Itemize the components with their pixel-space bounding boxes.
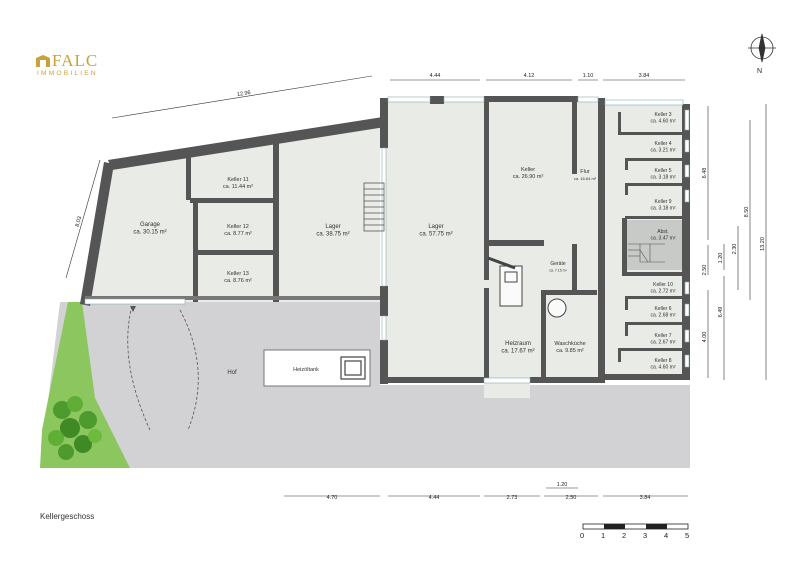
dimension-labels: 4.44 4.12 1.10 3.84 12.96 8.03 4.70 4.44 2.73 2.5… xyxy=(75,73,766,501)
room-name: Keller 3 xyxy=(655,112,672,118)
dimension-label: 6.49 xyxy=(718,307,724,318)
heating-oil-tank xyxy=(263,349,371,387)
scale-label: 5 xyxy=(685,531,690,540)
dimension-label: 8.03 xyxy=(75,216,84,228)
dimension-label: 6.48 xyxy=(702,168,708,179)
dimension-label: 1.20 xyxy=(557,482,568,488)
room-name: Keller 9 xyxy=(655,199,672,205)
dimension-label: 8.50 xyxy=(744,207,750,218)
logo-name: FALC xyxy=(52,51,99,70)
dimension-label: 2.50 xyxy=(566,495,577,501)
tree-icon xyxy=(48,396,102,460)
room-area: ca. 9.85 m² xyxy=(556,348,584,354)
room-area: ca. 16.64 m² xyxy=(574,176,597,181)
room-area: ca. 8.76 m² xyxy=(224,278,252,284)
dimension-label: 2.50 xyxy=(702,265,708,276)
room-area: ca. 7.15 m² xyxy=(549,269,567,273)
dimension-label: 1.10 xyxy=(583,73,594,79)
dimension-label: 4.12 xyxy=(524,73,535,79)
room-area: ca. 3.47 m² xyxy=(650,236,675,242)
dimension-label: 3.84 xyxy=(639,73,650,79)
stairwell-icon xyxy=(628,243,665,263)
room-area: ca. 30.15 m² xyxy=(133,230,166,236)
scale-label: 4 xyxy=(664,531,669,540)
walls xyxy=(80,96,690,384)
boiler-icon xyxy=(487,256,523,307)
dimension-label: 4.00 xyxy=(702,332,708,343)
scale-label: 2 xyxy=(622,531,627,540)
scale-label: 1 xyxy=(601,531,606,540)
dimension-lines xyxy=(65,75,767,497)
yard-label: Hof xyxy=(227,370,237,376)
room-name: Keller 13 xyxy=(227,271,249,277)
room-area: ca. 8.77 m² xyxy=(224,231,252,237)
room-name: Garage xyxy=(140,222,161,228)
room-name: Keller 12 xyxy=(227,224,249,230)
garage-door-swing xyxy=(127,305,199,431)
logo-mark-icon xyxy=(36,54,50,67)
room-name: Geräte xyxy=(550,261,566,267)
room-area: ca. 2.72 m² xyxy=(650,289,675,295)
dimension-label: 3.84 xyxy=(640,495,651,501)
north-label: N xyxy=(757,68,763,75)
room-name: Flur xyxy=(580,169,590,175)
north-arrow-icon xyxy=(748,33,776,63)
dimension-label: 4.44 xyxy=(430,73,441,79)
room-area: ca. 3.18 m² xyxy=(650,206,675,212)
room-area: ca. 17.67 m² xyxy=(501,349,534,355)
room-name: Keller xyxy=(521,167,535,173)
dimension-label: 12.96 xyxy=(237,90,252,98)
staircase-icon xyxy=(363,182,385,232)
room-name: Keller 7 xyxy=(655,333,672,339)
room-name: Keller 11 xyxy=(227,177,248,183)
room-area: ca. 57.75 m² xyxy=(419,232,452,238)
dimension-label: 2.73 xyxy=(507,495,518,501)
room-area: ca. 38.75 m² xyxy=(316,232,349,238)
dimension-label: 2.30 xyxy=(732,244,738,255)
room-name: Keller 10 xyxy=(653,282,673,288)
room-area: ca. 11.44 m² xyxy=(223,184,253,190)
room-area: ca. 26.90 m² xyxy=(513,174,544,180)
scale-label: 3 xyxy=(643,531,648,540)
room-area: ca. 4.60 m² xyxy=(650,365,675,371)
room-name: Keller 8 xyxy=(655,358,672,364)
room-area: ca. 4.60 m² xyxy=(650,119,675,125)
room-area: ca. 3.18 m² xyxy=(650,175,675,181)
scale-bar xyxy=(582,523,689,530)
room-area: ca. 2.67 m² xyxy=(650,340,675,346)
room-name: Lager xyxy=(325,224,340,230)
room-name: Waschküche xyxy=(554,341,585,347)
garage-door-marker-icon xyxy=(130,306,136,312)
room-name: Lager xyxy=(428,224,443,230)
tank-lid-icon xyxy=(340,356,366,380)
dimension-label: 4.44 xyxy=(429,495,440,501)
washing-machine-icon xyxy=(547,298,567,318)
logo-subtitle: IMMOBILIEN xyxy=(37,70,98,77)
room-name: Keller 4 xyxy=(655,141,672,147)
dimension-label: 1.20 xyxy=(718,253,724,264)
tank-label: Heizöltank xyxy=(293,367,319,373)
dimension-label: 13.20 xyxy=(760,237,766,251)
dimension-label: 4.70 xyxy=(327,495,338,501)
room-name: Heizraum xyxy=(505,341,531,347)
room-name: Keller 5 xyxy=(655,168,672,174)
room-area: ca. 2.68 m² xyxy=(650,313,675,319)
room-area: ca. 3.21 m² xyxy=(650,148,675,154)
scale-label: 0 xyxy=(580,531,585,540)
floor-title: Kellergeschoss xyxy=(40,512,95,521)
abst-room xyxy=(625,220,688,270)
room-name: Abst. xyxy=(657,229,668,235)
room-name: Keller 6 xyxy=(655,306,672,312)
